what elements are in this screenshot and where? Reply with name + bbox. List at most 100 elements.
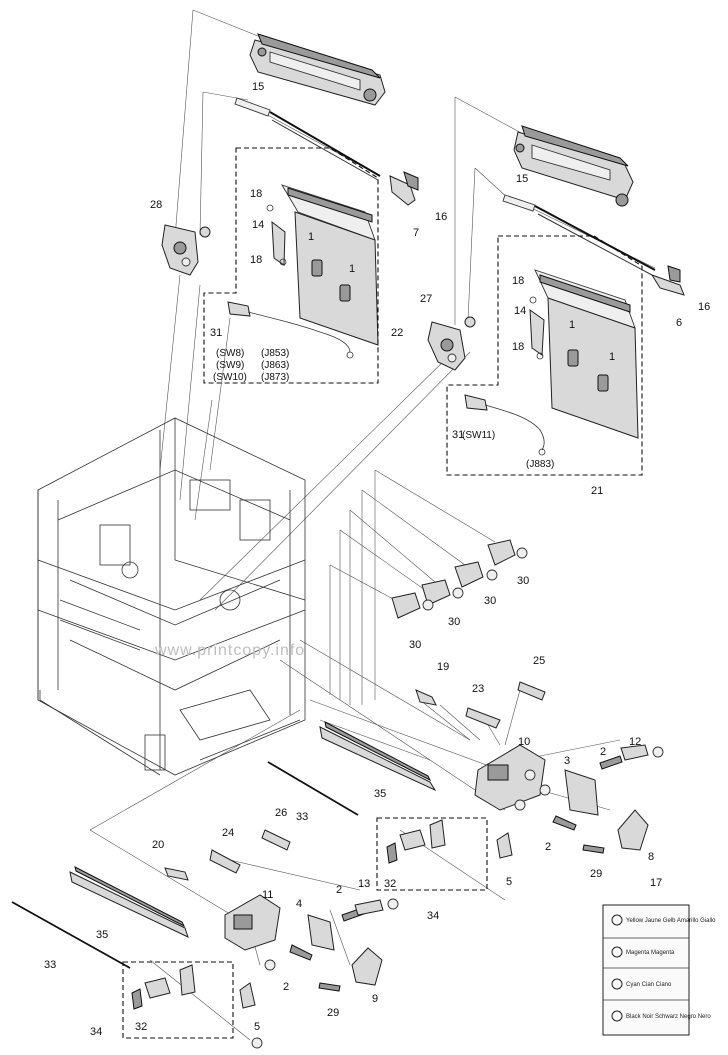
watermark-text: www.printcopy.info bbox=[154, 642, 305, 659]
drive-assembly-11 bbox=[224, 894, 281, 971]
bracket-25 bbox=[517, 681, 546, 701]
callout-14: 14 bbox=[252, 219, 264, 231]
label-black-row: Black Noir Schwarz Negro Nero bbox=[626, 1014, 711, 1020]
lever-20 bbox=[164, 867, 189, 881]
ref-sw10: (SW10) bbox=[213, 372, 247, 383]
lower-drive-shaft-33 bbox=[11, 901, 131, 969]
callout-34: 34 bbox=[427, 910, 439, 922]
callout-3: 3 bbox=[564, 755, 570, 767]
callout-numbers: 15 15 28 27 16 16 7 6 18 18 18 18 14 14 … bbox=[44, 81, 710, 1038]
bracket-5-lower bbox=[239, 982, 256, 1009]
callout-1: 1 bbox=[609, 351, 615, 363]
callout-6: 6 bbox=[676, 317, 682, 329]
callout-33: 33 bbox=[296, 811, 308, 823]
bracket-23 bbox=[465, 707, 501, 729]
leader-lines bbox=[89, 9, 656, 1041]
callout-16: 16 bbox=[435, 211, 447, 223]
upper-dashed-box-34 bbox=[376, 817, 488, 891]
callout-32: 32 bbox=[384, 878, 396, 890]
callout-22: 22 bbox=[391, 327, 403, 339]
ref-sw11: (SW11) bbox=[462, 430, 495, 441]
gear-cover-4 bbox=[307, 914, 335, 951]
upper-right-toner-cartridge bbox=[513, 125, 634, 207]
callout-5: 5 bbox=[254, 1021, 260, 1033]
actuator-34-upper bbox=[386, 819, 446, 864]
callout-18: 18 bbox=[512, 341, 524, 353]
callout-20: 20 bbox=[152, 839, 164, 851]
lower-dashed-box-34 bbox=[122, 961, 234, 1039]
callout-1: 1 bbox=[349, 263, 355, 275]
callout-31: 31 bbox=[452, 429, 464, 441]
lower-drive-rail-35 bbox=[69, 866, 189, 938]
callout-10: 10 bbox=[518, 736, 530, 748]
callout-29: 29 bbox=[327, 1007, 339, 1019]
gear-cover-3 bbox=[564, 769, 599, 816]
callout-2: 2 bbox=[336, 884, 342, 896]
spring-29-lower bbox=[318, 982, 341, 992]
ref-j853: (J853) bbox=[261, 348, 289, 359]
drive-assembly-10 bbox=[474, 744, 551, 811]
callout-16: 16 bbox=[698, 301, 710, 313]
callout-18: 18 bbox=[250, 254, 262, 266]
callout-15: 15 bbox=[252, 81, 264, 93]
callout-1: 1 bbox=[308, 231, 314, 243]
right-gear-bracket-27 bbox=[427, 316, 476, 371]
callout-1: 1 bbox=[569, 319, 575, 331]
upper-right-rod-assembly bbox=[502, 194, 656, 276]
callout-30: 30 bbox=[409, 639, 421, 651]
cover-8 bbox=[617, 809, 649, 851]
callout-28: 28 bbox=[150, 199, 162, 211]
callout-19: 19 bbox=[437, 661, 449, 673]
label-magenta-row: Magenta Magenta bbox=[626, 950, 675, 956]
callout-27: 27 bbox=[420, 293, 432, 305]
upper-left-small-bracket-16 bbox=[389, 171, 419, 206]
cover-9 bbox=[351, 947, 383, 986]
label-yellow-row: Yellow Jaune Gelb Amarillo Giallo bbox=[626, 918, 716, 924]
signal-references: (SW8) (SW9) (SW10) (J853) (J863) (J873) … bbox=[213, 348, 554, 470]
bracket-12 bbox=[620, 744, 664, 761]
callout-18: 18 bbox=[250, 188, 262, 200]
upper-left-sensor-harness-31 bbox=[227, 301, 354, 359]
callout-13: 13 bbox=[358, 878, 370, 890]
color-label-17: Yellow Jaune Gelb Amarillo Giallo Magent… bbox=[602, 904, 716, 1036]
upper-right-sensor-frame bbox=[529, 269, 639, 439]
callout-18: 18 bbox=[512, 275, 524, 287]
bracket-26 bbox=[261, 829, 291, 851]
left-gear-bracket-28 bbox=[161, 224, 211, 276]
callout-5: 5 bbox=[506, 876, 512, 888]
callout-2: 2 bbox=[600, 746, 606, 758]
gear-holders-30 bbox=[391, 539, 528, 619]
callout-30: 30 bbox=[517, 575, 529, 587]
callout-30: 30 bbox=[448, 616, 460, 628]
callout-11: 11 bbox=[262, 889, 273, 901]
upper-right-small-bracket-16 bbox=[650, 265, 685, 296]
upper-right-dashed-box-21 bbox=[446, 235, 643, 476]
callout-33: 33 bbox=[44, 959, 56, 971]
ref-j873: (J873) bbox=[261, 372, 289, 383]
bracket-24 bbox=[209, 849, 241, 874]
upper-left-toner-cartridge bbox=[249, 33, 386, 106]
callout-9: 9 bbox=[372, 993, 378, 1005]
callout-32: 32 bbox=[135, 1021, 147, 1033]
spring-29-upper bbox=[582, 844, 605, 854]
upper-right-sensor-harness-31 bbox=[464, 394, 546, 456]
callout-2: 2 bbox=[283, 981, 289, 993]
callout-17: 17 bbox=[650, 877, 662, 889]
ref-j883: (J883) bbox=[526, 459, 554, 470]
ref-sw8: (SW8) bbox=[216, 348, 244, 359]
lever-19 bbox=[415, 689, 437, 706]
callout-25: 25 bbox=[533, 655, 545, 667]
label-cyan-row: Cyan Cian Ciano bbox=[626, 982, 672, 988]
link-2-upper bbox=[552, 755, 623, 831]
callout-4: 4 bbox=[296, 898, 302, 910]
callout-14: 14 bbox=[514, 305, 526, 317]
callout-15: 15 bbox=[516, 173, 528, 185]
callout-24: 24 bbox=[222, 827, 234, 839]
callout-7: 7 bbox=[413, 227, 419, 239]
upper-drive-shaft-33 bbox=[267, 761, 359, 816]
callout-8: 8 bbox=[648, 851, 654, 863]
ref-j863: (J863) bbox=[261, 360, 289, 371]
callout-29: 29 bbox=[590, 868, 602, 880]
main-machine-frame bbox=[37, 417, 306, 776]
